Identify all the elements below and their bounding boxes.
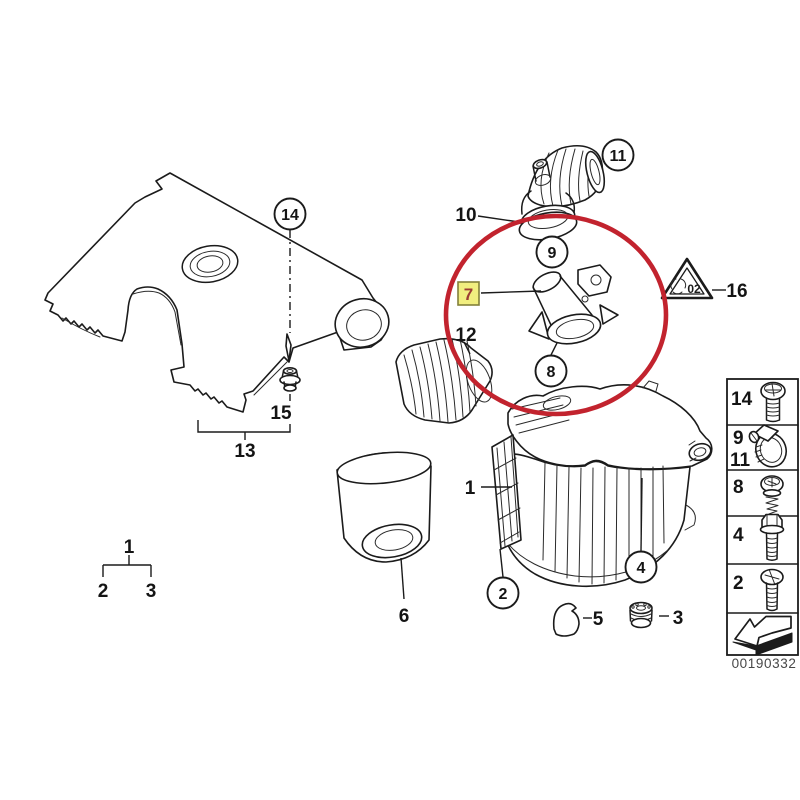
callout-13: 13 bbox=[234, 441, 255, 462]
grommet-part-15 bbox=[279, 366, 301, 392]
highlight-circle bbox=[443, 213, 669, 417]
material-marking-label: 02 bbox=[687, 282, 701, 296]
direction-arrow-icon bbox=[732, 615, 793, 656]
svg-text:2: 2 bbox=[499, 586, 508, 603]
filter-element-drawing bbox=[336, 451, 432, 600]
callout-16: 16 bbox=[726, 281, 747, 302]
cap-drawing bbox=[552, 602, 592, 637]
svg-text:8: 8 bbox=[547, 364, 556, 381]
callout-6: 6 bbox=[399, 606, 410, 627]
legend-row-2: 2 bbox=[733, 568, 784, 612]
svg-text:4: 4 bbox=[637, 560, 646, 577]
oil-cap bbox=[181, 244, 239, 284]
bellows-duct-drawing bbox=[395, 337, 493, 424]
boot-nipple bbox=[532, 158, 552, 186]
phillips-screw-icon bbox=[760, 568, 784, 612]
document-code: 00190332 bbox=[732, 656, 797, 671]
callout-3: 3 bbox=[673, 608, 684, 629]
callout-1: 1 bbox=[465, 478, 476, 499]
highlighted-callout-7: 7 bbox=[457, 281, 542, 306]
tree-child-right-label: 3 bbox=[146, 581, 157, 602]
filter-housing-drawing bbox=[481, 380, 713, 588]
callout-7-label: 7 bbox=[464, 285, 473, 304]
callout-4: 4 bbox=[624, 550, 658, 584]
mounting-ring bbox=[688, 440, 712, 462]
spring-washer-screw-icon bbox=[760, 475, 784, 515]
callout-5: 5 bbox=[593, 609, 604, 630]
circled-callouts: 14 11 9 8 2 4 bbox=[273, 138, 658, 610]
callout-11: 11 bbox=[601, 138, 635, 172]
callout-14: 14 bbox=[273, 197, 307, 231]
rubber-mount-drawing bbox=[629, 601, 669, 629]
svg-text:11: 11 bbox=[730, 450, 751, 471]
legend-row-14: 14 bbox=[731, 381, 786, 423]
hex-flange-bolt-icon bbox=[759, 513, 785, 561]
callout-12: 12 bbox=[455, 325, 476, 346]
svg-text:4: 4 bbox=[733, 525, 744, 546]
svg-text:11: 11 bbox=[610, 148, 627, 165]
svg-text:2: 2 bbox=[733, 573, 744, 594]
tree-parent-label: 1 bbox=[124, 537, 135, 558]
legend-row-4: 4 bbox=[733, 513, 785, 561]
engine-cover-drawing bbox=[44, 172, 390, 413]
sensor-plug bbox=[577, 264, 612, 303]
fastener-legend-table: 14 9 11 8 bbox=[726, 378, 799, 656]
svg-text:14: 14 bbox=[731, 389, 753, 410]
svg-text:14: 14 bbox=[281, 207, 299, 224]
legend-row-8: 8 bbox=[733, 475, 784, 515]
part-hierarchy-tree: 1 2 3 bbox=[98, 537, 157, 602]
callout-15: 15 bbox=[270, 403, 292, 424]
tree-child-left-label: 2 bbox=[98, 581, 109, 602]
pan-head-screw-icon bbox=[760, 381, 786, 423]
callout-9: 9 bbox=[535, 235, 569, 269]
callout-8: 8 bbox=[534, 354, 568, 388]
intake-boot-drawing bbox=[477, 144, 606, 241]
callout-2: 2 bbox=[486, 576, 520, 610]
plain-callouts: 10 12 13 15 16 1 5 3 6 bbox=[234, 205, 747, 630]
callout-10: 10 bbox=[455, 205, 476, 226]
svg-text:9: 9 bbox=[733, 428, 744, 449]
cover-callout-leaders bbox=[197, 230, 301, 440]
svg-text:8: 8 bbox=[733, 477, 744, 498]
cover-intake-snout bbox=[334, 297, 390, 349]
hose-clamp-icon bbox=[748, 424, 788, 468]
legend-row-9-11: 9 11 bbox=[730, 424, 788, 471]
recycling-triangle-icon: 02 bbox=[660, 257, 726, 300]
inlet-grille bbox=[491, 434, 522, 550]
maf-sensor-drawing bbox=[528, 264, 619, 356]
seam-pointer bbox=[285, 333, 292, 362]
svg-text:9: 9 bbox=[548, 245, 557, 262]
